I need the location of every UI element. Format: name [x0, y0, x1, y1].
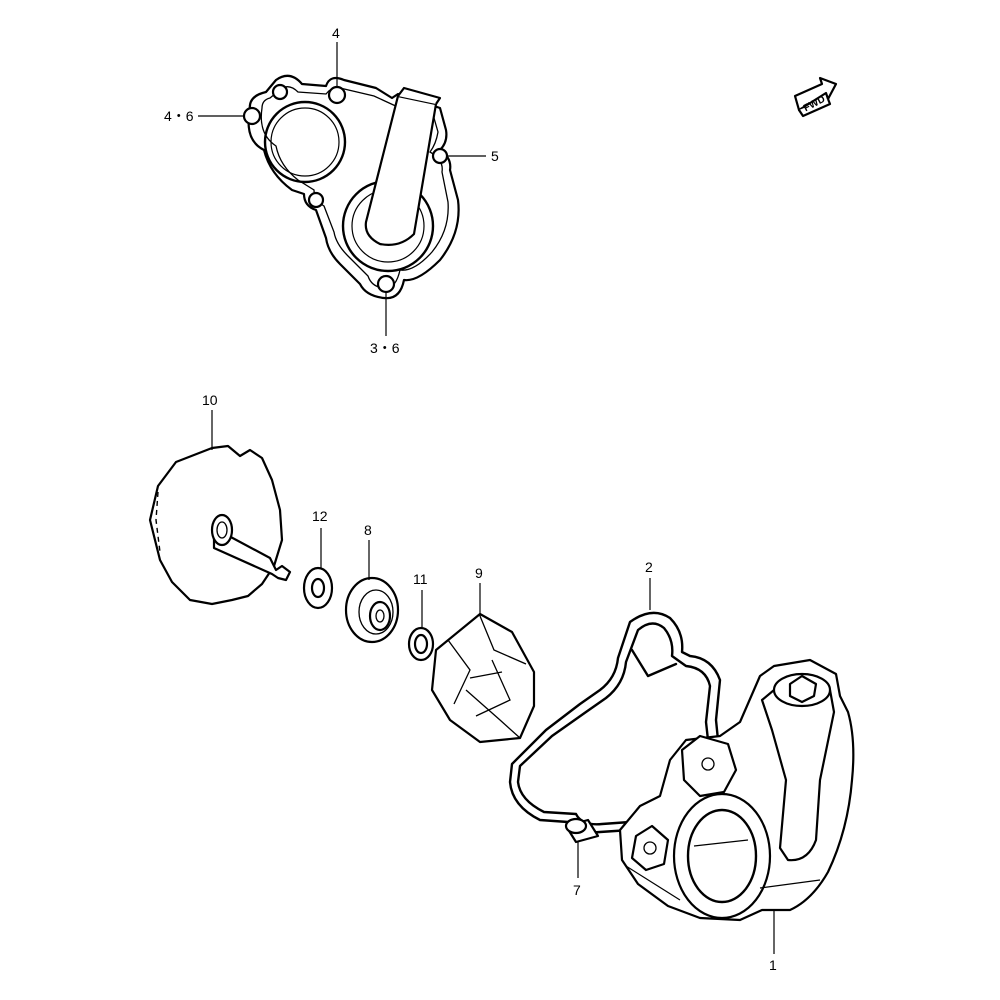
dowel-pin [564, 817, 600, 844]
pump-cover [242, 74, 460, 300]
callout-12: 12 [312, 508, 328, 524]
washer [302, 566, 334, 610]
fwd-arrow-badge: FWD [793, 76, 838, 118]
pump-gear-shaft [148, 444, 292, 606]
callout-7: 7 [573, 882, 581, 898]
callout-11: 11 [413, 571, 428, 587]
pump-housing [618, 658, 855, 922]
callout-labels: 4 4・6 5 3・6 10 12 8 11 9 2 7 1 [164, 25, 777, 973]
leader-lines [198, 42, 775, 954]
callout-2: 2 [645, 559, 653, 575]
callout-4: 4 [332, 25, 340, 41]
callout-3-6: 3・6 [370, 340, 400, 356]
mechanical-seal [344, 576, 400, 644]
callout-8: 8 [364, 522, 372, 538]
callout-1: 1 [769, 957, 777, 973]
callout-4-6: 4・6 [164, 108, 194, 124]
impeller [430, 612, 536, 744]
circlip [407, 626, 435, 662]
callout-10: 10 [202, 392, 218, 408]
callout-5: 5 [491, 148, 499, 164]
callout-9: 9 [475, 565, 483, 581]
